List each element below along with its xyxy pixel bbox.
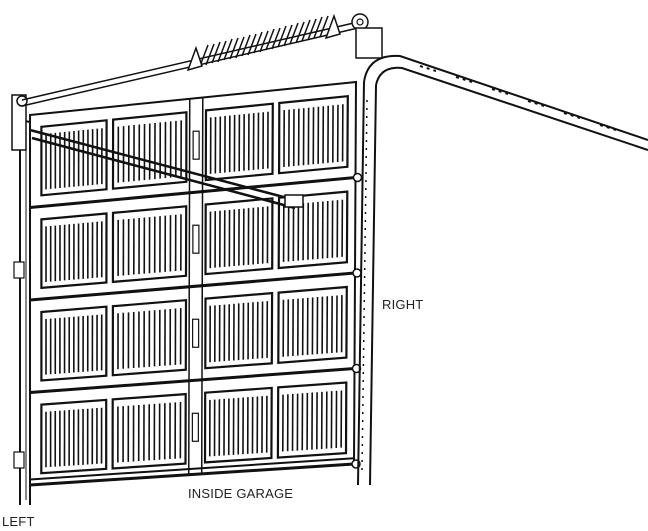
diagonal-strut (29, 128, 296, 210)
right-vertical-track (357, 81, 377, 486)
right-side-label: RIGHT (382, 297, 424, 312)
right-horizontal-track (363, 54, 648, 151)
right-bearing-center (356, 18, 364, 26)
section-joint (29, 462, 355, 487)
right-bearing-bracket (355, 27, 383, 59)
door-hardware (11, 13, 648, 505)
center-hinge (191, 412, 199, 442)
left-bracket-mid (13, 261, 25, 279)
center-stile (188, 98, 191, 475)
inside-garage-label: INSIDE GARAGE (188, 486, 294, 501)
right-track-holes (419, 65, 617, 131)
roller (352, 268, 362, 278)
spring-cone-left (186, 45, 203, 72)
center-stile (200, 97, 204, 474)
left-bracket-top (11, 94, 27, 151)
right-track-inner-holes (361, 99, 368, 471)
section-joint (29, 367, 355, 394)
strut-end-bracket (284, 194, 304, 208)
center-hinge (192, 224, 200, 254)
left-side-label: LEFT (2, 514, 35, 529)
left-bracket-low (13, 451, 25, 469)
center-hinge (192, 130, 200, 160)
spring-cone-right (324, 13, 341, 40)
door-sections (29, 80, 363, 487)
section-joint (29, 271, 356, 302)
roller (352, 172, 363, 183)
bottom-seal (29, 457, 355, 481)
torsion-spring (199, 15, 329, 67)
left-vertical-track (19, 119, 31, 505)
center-hinge (192, 318, 200, 348)
section-joint (29, 176, 356, 209)
